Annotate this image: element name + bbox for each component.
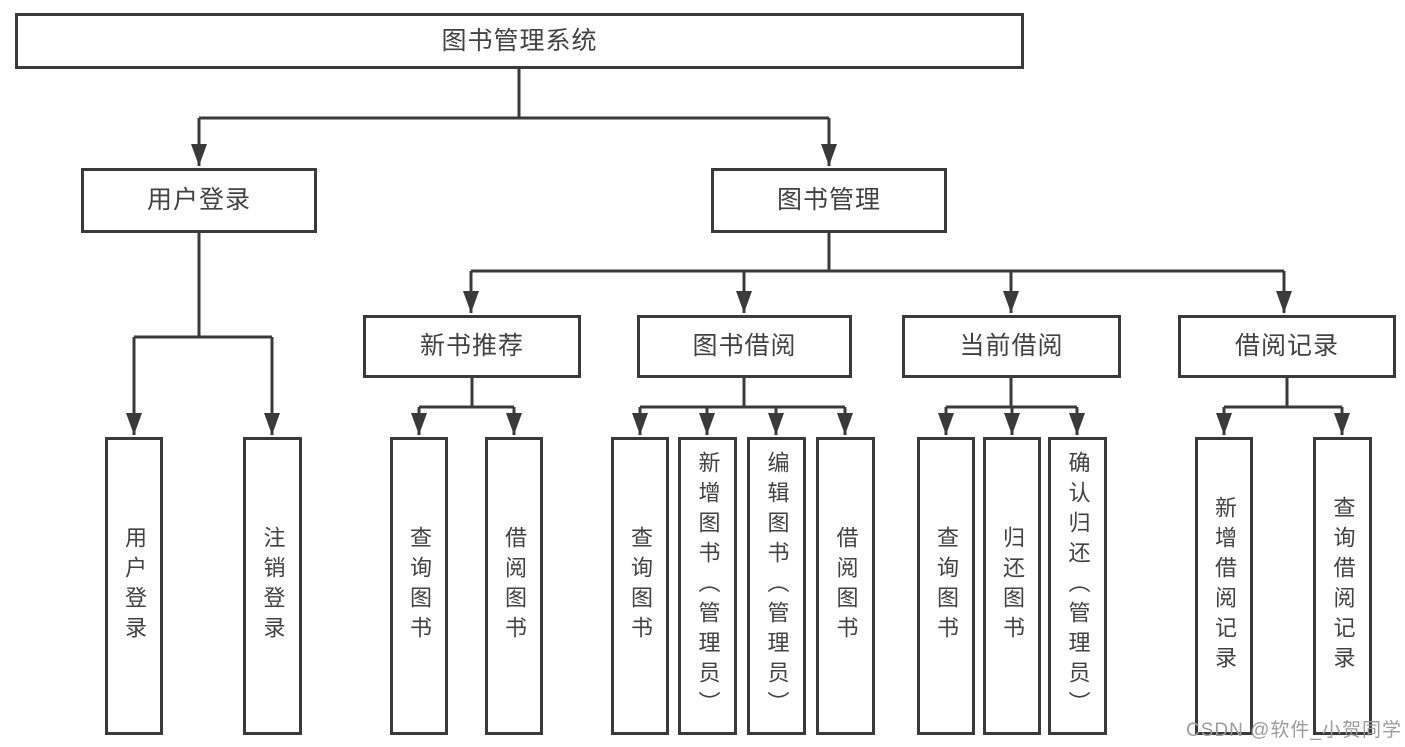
node-current-borrow: 当前借阅 bbox=[902, 315, 1121, 378]
leaf-query-books-recommend: 查询图书 bbox=[390, 437, 448, 735]
leaf-logout: 注销登录 bbox=[243, 437, 302, 735]
node-book-management: 图书管理 bbox=[711, 168, 947, 233]
node-root-system: 图书管理系统 bbox=[15, 13, 1024, 69]
leaf-confirm-return-admin: 确认归还（管理员） bbox=[1048, 437, 1107, 735]
leaf-add-borrow-record: 新增借阅记录 bbox=[1195, 437, 1253, 735]
leaf-borrow-books-recommend: 借阅图书 bbox=[485, 437, 543, 735]
node-user-login: 用户登录 bbox=[81, 168, 317, 233]
node-borrow-record: 借阅记录 bbox=[1178, 315, 1396, 378]
leaf-user-login: 用户登录 bbox=[105, 437, 163, 735]
node-new-book-recommend: 新书推荐 bbox=[363, 315, 581, 378]
leaf-add-books-admin: 新增图书（管理员） bbox=[678, 437, 737, 735]
leaf-edit-books-admin: 编辑图书（管理员） bbox=[747, 437, 806, 735]
watermark: CSDN @软件_小贺同学 bbox=[1186, 720, 1402, 741]
leaf-query-borrow-record: 查询借阅记录 bbox=[1313, 437, 1372, 735]
leaf-return-books: 归还图书 bbox=[983, 437, 1041, 735]
leaf-query-books-current: 查询图书 bbox=[917, 437, 975, 735]
leaf-query-books-borrow: 查询图书 bbox=[611, 437, 669, 735]
node-book-borrow: 图书借阅 bbox=[637, 315, 852, 378]
leaf-borrow-books: 借阅图书 bbox=[816, 437, 875, 735]
